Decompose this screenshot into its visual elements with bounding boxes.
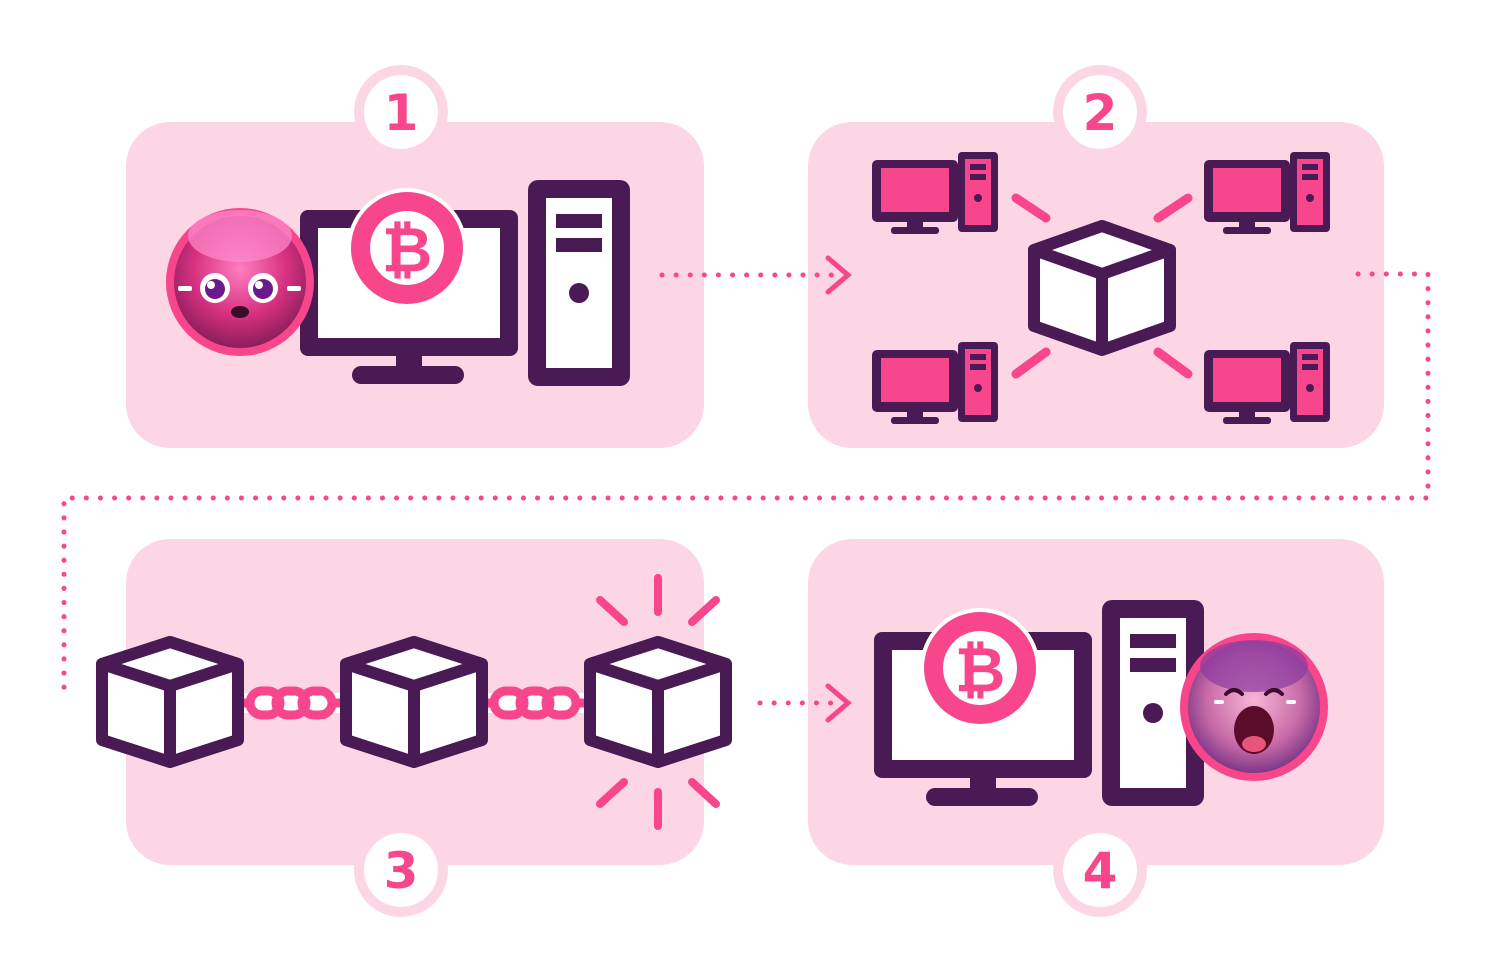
step-4-content: ₿ [874, 600, 1328, 806]
dotted-arrow-3-4 [757, 683, 852, 723]
avatar-happy-icon [1180, 633, 1328, 781]
step-2-number: 2 [1083, 84, 1118, 142]
computer-icon [1204, 342, 1330, 424]
dotted-path-2-3 [61, 271, 1431, 703]
dotted-arrow-1-2 [659, 255, 852, 295]
block-icon [96, 636, 244, 768]
computer-icon [1204, 152, 1330, 234]
block-icon [584, 636, 732, 768]
svg-text:₿: ₿ [382, 213, 433, 286]
step-2-badge: 2 [1053, 65, 1147, 159]
step-1-content: ₿ [166, 180, 630, 386]
step-2-content [872, 152, 1330, 424]
step-1-badge: 1 [354, 65, 448, 159]
step-3-number: 3 [384, 842, 419, 900]
tower-pc-icon [528, 180, 630, 386]
block-icon [340, 636, 488, 768]
block-icon [1028, 220, 1176, 356]
chain-link-icon [476, 686, 596, 720]
step-4-badge: 4 [1053, 823, 1147, 917]
tower-pc-icon [1102, 600, 1204, 806]
bitcoin-icon: ₿ [920, 608, 1040, 728]
step-3-content [96, 574, 732, 830]
computer-icon [872, 152, 998, 234]
svg-text:₿: ₿ [955, 633, 1006, 706]
step-4-number: 4 [1083, 842, 1118, 900]
chain-link-icon [232, 686, 352, 720]
sparkle-icon [596, 574, 720, 830]
bitcoin-icon: ₿ [347, 188, 467, 308]
step-3-badge: 3 [354, 823, 448, 917]
avatar-girl-icon [166, 208, 314, 356]
step-1-number: 1 [384, 84, 419, 142]
computer-icon [872, 342, 998, 424]
